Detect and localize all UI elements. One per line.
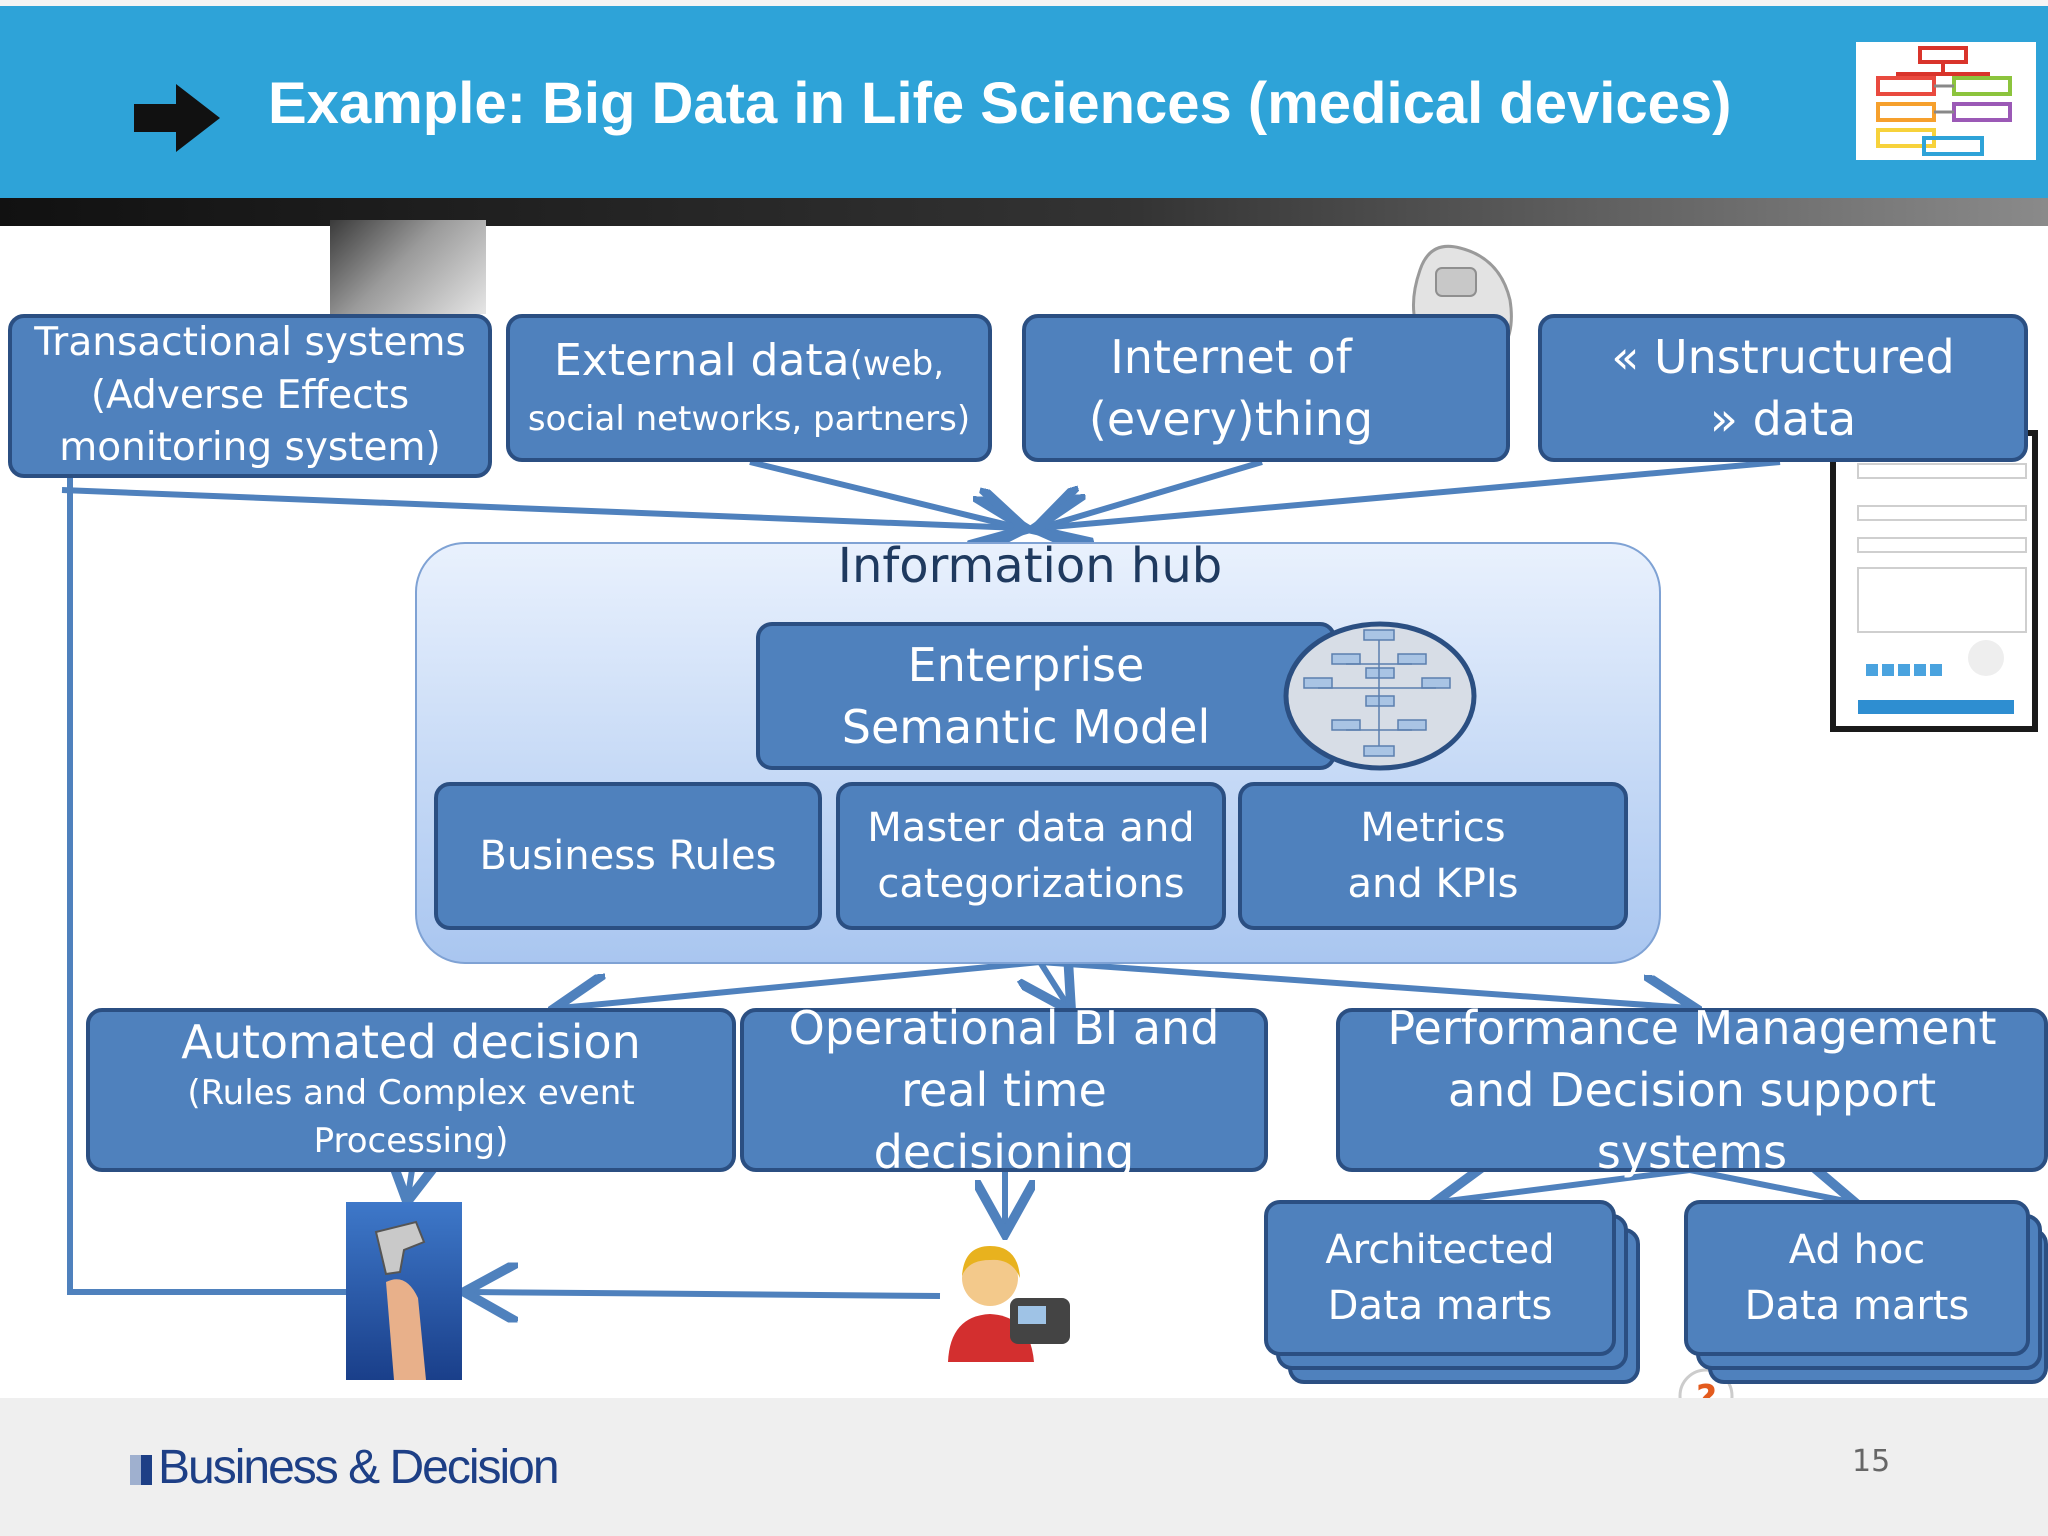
slide-header — [0, 0, 2048, 198]
company-logo: Business & Decision — [130, 1440, 560, 1495]
slide-title: Example: Big Data in Life Sciences (medi… — [268, 71, 1732, 136]
source-internet-of-everything: Internet of (every)thing — [1022, 314, 1510, 462]
arrow-right-icon — [134, 84, 220, 152]
source-external-data: External data(web, social networks, part… — [506, 314, 992, 462]
source-unstructured-data: « Unstructured » data — [1538, 314, 2028, 462]
diagram-logo-icon — [1856, 42, 2036, 160]
hand-gun-photo — [346, 1202, 462, 1380]
hub-business-rules: Business Rules — [434, 782, 822, 930]
call-center-agent-icon — [948, 1246, 1070, 1362]
information-hub-title: Information hub — [837, 538, 1223, 594]
semantic-model-diagram-icon — [1283, 621, 1477, 771]
header-top-line — [0, 0, 2048, 6]
source-transactional-systems: Transactional systems (Adverse Effects m… — [8, 314, 492, 478]
web-form-screenshot — [1830, 430, 2038, 732]
output-operational-bi: Operational BI and real time decisioning — [740, 1001, 1268, 1179]
page-number: 15 — [1852, 1444, 1891, 1479]
logo-mark-icon — [130, 1455, 152, 1485]
architected-data-marts: Architected Data marts — [1264, 1200, 1616, 1356]
adhoc-data-marts: Ad hoc Data marts — [1684, 1200, 2030, 1356]
output-automated-decision: Automated decision (Rules and Complex ev… — [86, 1008, 736, 1172]
hub-metrics-kpis: Metrics and KPIs — [1238, 782, 1628, 930]
keyboard-photo — [330, 220, 486, 314]
external-data-detail: (web, social networks, partners) — [527, 344, 971, 439]
hub-master-data: Master data and categorizations — [836, 782, 1226, 930]
enterprise-semantic-model: Enterprise Semantic Model — [756, 622, 1336, 770]
external-data-label: External data — [553, 335, 850, 386]
output-performance-management: Performance Management and Decision supp… — [1336, 1001, 2048, 1179]
slide-footer — [0, 1398, 2048, 1536]
